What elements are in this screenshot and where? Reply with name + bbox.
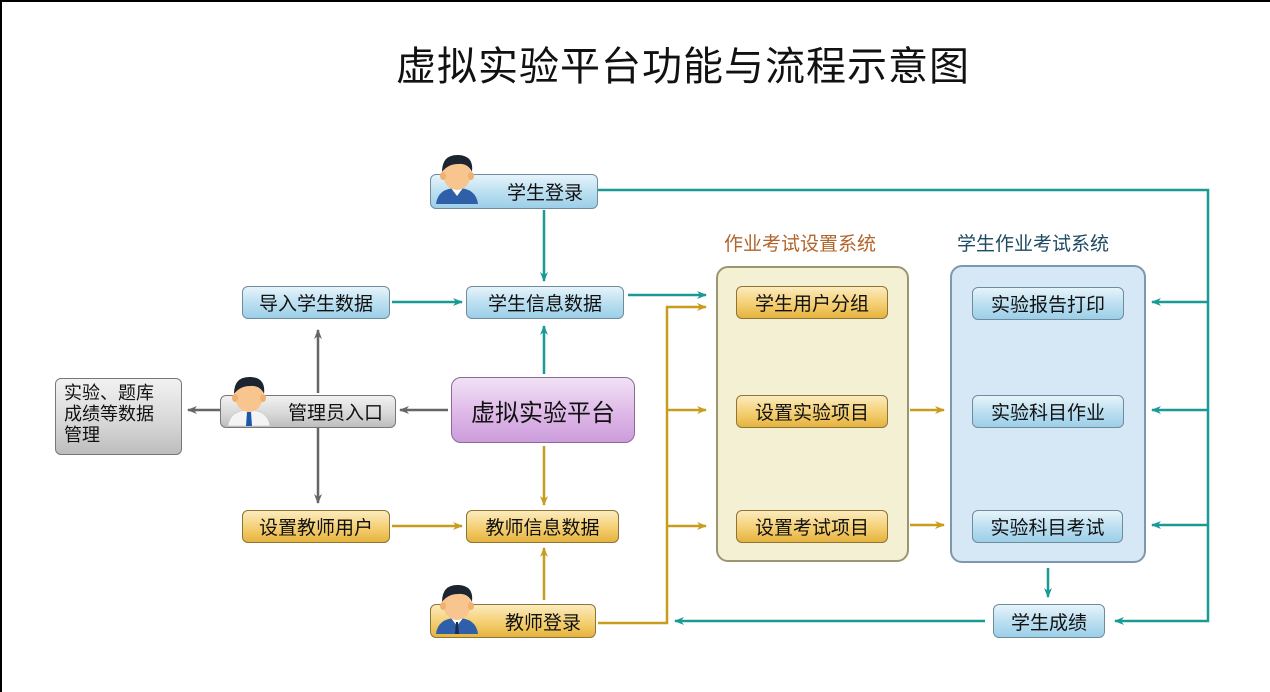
admin-data-line: 管理 (64, 425, 100, 446)
setup-item-label: 设置实验项目 (754, 402, 869, 424)
import-students-button[interactable]: 导入学生数据 (242, 286, 390, 319)
teacher-person-icon (436, 584, 478, 634)
student-info-node[interactable]: 学生信息数据 (466, 286, 624, 319)
setup-system-title: 作业考试设置系统 (724, 233, 877, 255)
setup-item-label: 设置考试项目 (754, 517, 869, 539)
import-students-label: 导入学生数据 (258, 293, 373, 315)
student-item-label: 实验报告打印 (990, 294, 1105, 316)
student-item-subject-exam[interactable]: 实验科目考试 (972, 510, 1123, 543)
student-scores-label: 学生成绩 (1010, 611, 1087, 634)
admin-person-icon (227, 376, 271, 426)
teacher-info-label: 教师信息数据 (485, 517, 600, 539)
admin-data-line: 实验、题库 (64, 383, 154, 404)
admin-data-line: 成绩等数据 (64, 404, 154, 425)
student-item-subject-homework[interactable]: 实验科目作业 (972, 395, 1124, 428)
student-person-icon (436, 154, 478, 204)
line-student-login-right (598, 188, 1210, 625)
virtual-lab-platform-node[interactable]: 虚拟实验平台 (451, 377, 635, 443)
student-scores-node[interactable]: 学生成绩 (993, 604, 1105, 638)
student-login-label: 学生登录 (506, 182, 583, 204)
admin-data-node[interactable]: 实验、题库 成绩等数据 管理 (55, 378, 182, 455)
setup-item-exam-project[interactable]: 设置考试项目 (736, 510, 888, 543)
student-info-label: 学生信息数据 (487, 293, 602, 315)
teacher-login-label: 教师登录 (504, 611, 581, 634)
set-teacher-users-label: 设置教师用户 (258, 517, 373, 539)
setup-item-student-grouping[interactable]: 学生用户分组 (736, 286, 888, 319)
page-title: 虚拟实验平台功能与流程示意图 (396, 44, 970, 90)
student-item-report-print[interactable]: 实验报告打印 (972, 287, 1124, 320)
student-system-title: 学生作业考试系统 (957, 233, 1110, 255)
student-item-label: 实验科目考试 (990, 517, 1105, 539)
student-item-label: 实验科目作业 (990, 402, 1105, 424)
platform-label: 虚拟实验平台 (471, 398, 615, 427)
setup-item-experiment-project[interactable]: 设置实验项目 (736, 395, 888, 428)
setup-item-label: 学生用户分组 (754, 293, 869, 315)
teacher-info-node[interactable]: 教师信息数据 (466, 510, 619, 543)
admin-entry-label: 管理员入口 (287, 402, 383, 424)
line-teacher-login-right (598, 303, 707, 625)
set-teacher-users-button[interactable]: 设置教师用户 (242, 510, 390, 543)
